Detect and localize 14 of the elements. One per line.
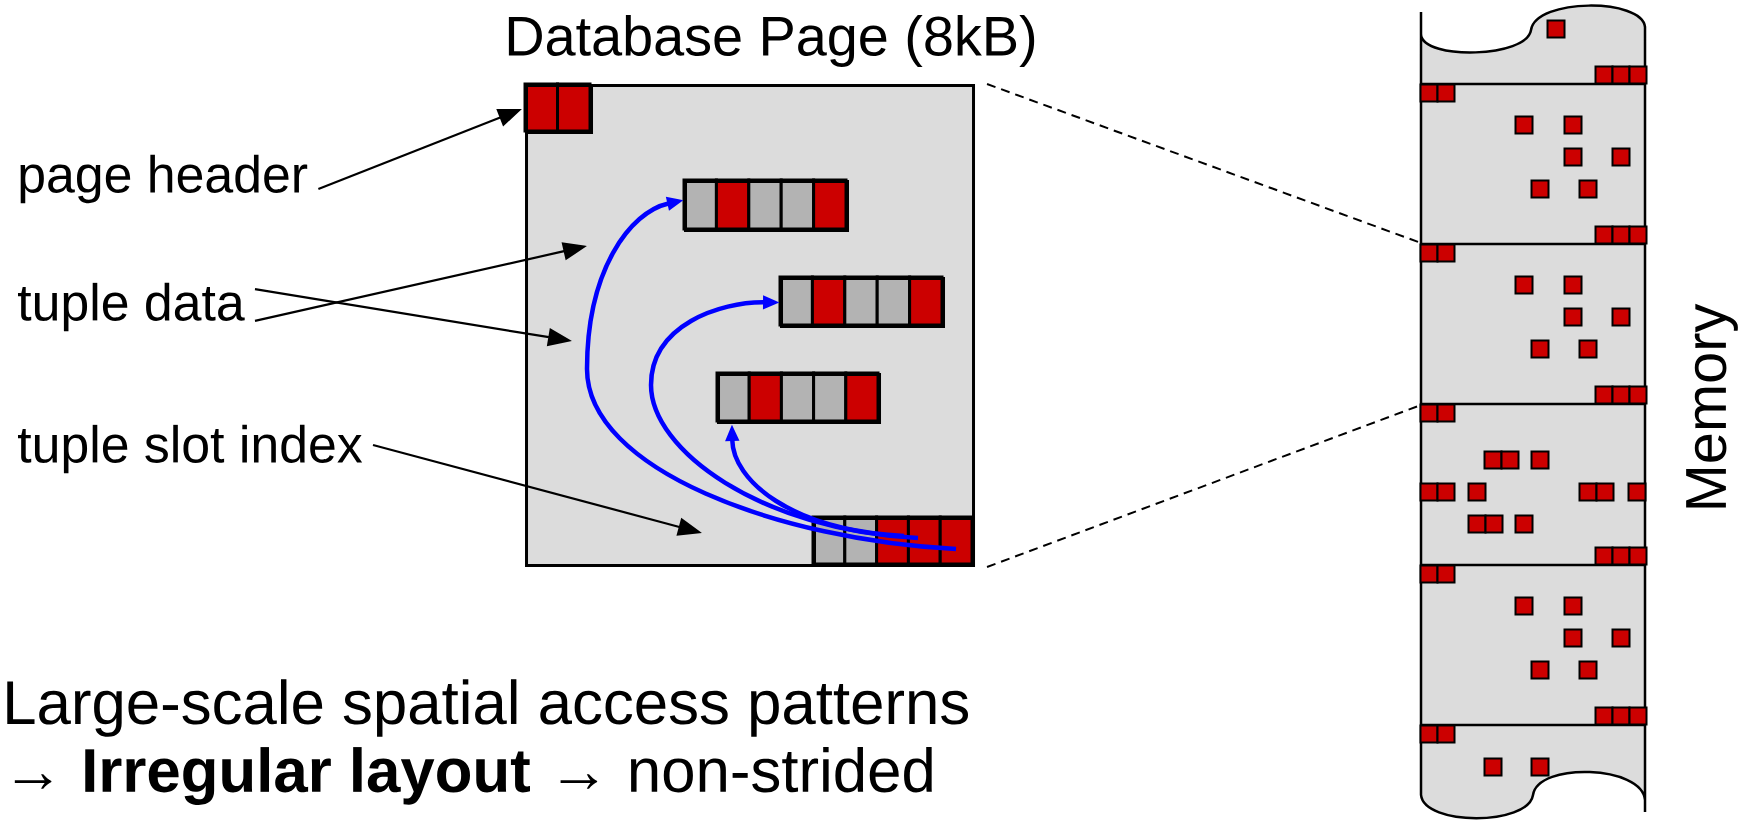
tuple-record: [715, 371, 881, 424]
memory-label: Memory: [1686, 303, 1738, 508]
callout-text: page header: [20, 154, 308, 204]
curved-arrow: [584, 196, 957, 552]
bullet-text: Large-scale spatial access patterns: [7, 679, 968, 737]
callout-text: tuple slot index: [18, 424, 363, 474]
curved-arrow: [648, 295, 919, 541]
page-header-block: [523, 82, 593, 134]
callout-text: tuple data: [18, 282, 245, 332]
tuple-record: [682, 178, 849, 232]
slot-index-array: [811, 515, 975, 567]
page-title: Database Page (8kB): [508, 15, 1035, 67]
bullet-text: → Irregular layout → non-strided: [14, 747, 932, 805]
tuple-record: [778, 275, 945, 328]
